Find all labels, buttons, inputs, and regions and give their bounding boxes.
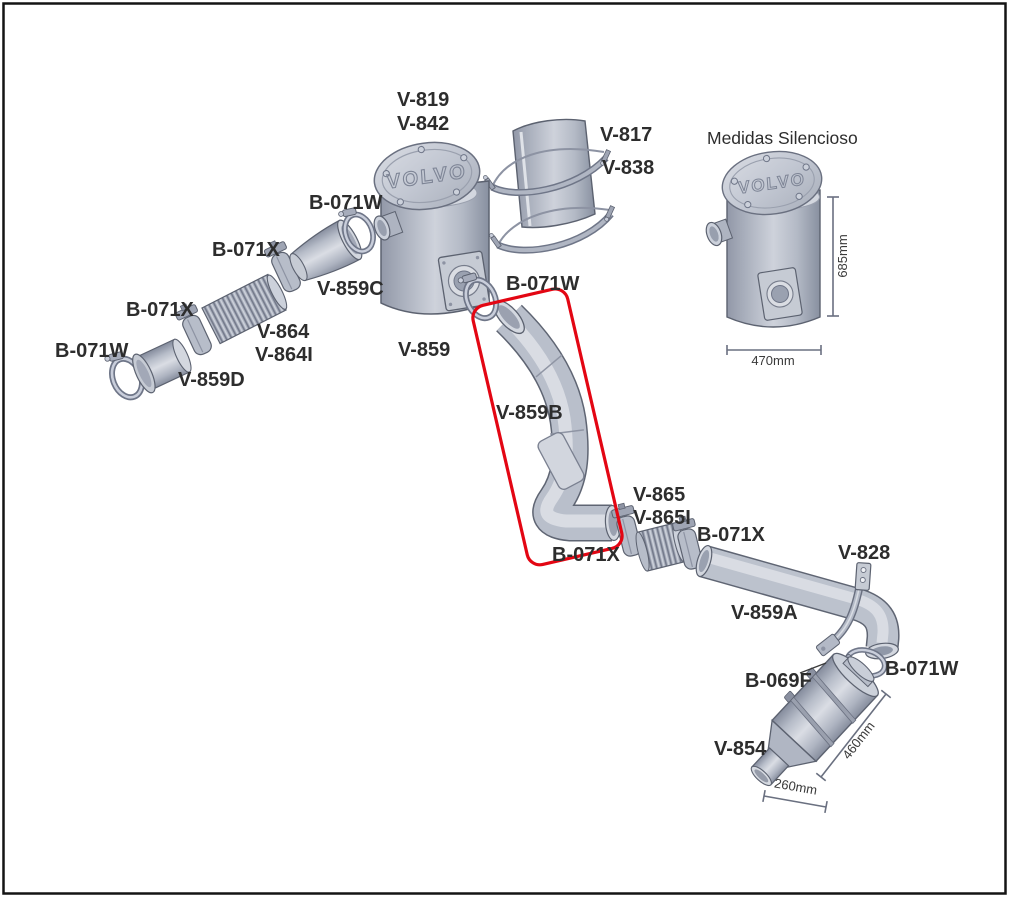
diagram-title: Medidas Silencioso <box>707 128 858 148</box>
height-dimension-label: 685mm <box>835 234 850 277</box>
label-b071x-upper: B-071X <box>212 239 280 261</box>
b069f-leader-line <box>799 662 827 674</box>
heat-shield-highlight <box>519 131 532 227</box>
label-b069f: B-069F <box>745 670 812 692</box>
label-v842: V-842 <box>397 113 449 135</box>
label-v859: V-859 <box>398 339 450 361</box>
main-silencer: VOLVO <box>373 141 491 315</box>
label-v859b: V-859B <box>496 402 563 424</box>
rear-muffler-v854 <box>750 652 879 787</box>
width-dimension-label: 470mm <box>751 353 794 368</box>
label-b071w-left: B-071W <box>55 340 128 362</box>
pipe-weld-line <box>535 354 563 378</box>
rear-width-dimension: 260mm <box>762 775 828 814</box>
measured-silencer-outlet-port <box>757 267 803 321</box>
muffler-tip-hole <box>754 769 769 783</box>
lid-screw <box>396 197 405 206</box>
pipe-heat-shield-patch <box>537 432 585 490</box>
tailpipe-front-mouth <box>695 544 713 578</box>
label-v865: V-865 <box>633 484 685 506</box>
flex-pipe-v864 <box>201 273 288 345</box>
measured-silencer: VOLVO 685mm 470mm <box>705 150 850 368</box>
measured-silencer-lid: VOLVO <box>721 150 823 216</box>
label-v817: V-817 <box>600 124 652 146</box>
label-v859a: V-859A <box>731 602 798 624</box>
heat-shield <box>483 118 616 254</box>
label-b071w-inlet: B-071W <box>309 192 382 214</box>
red-highlight-box <box>471 287 624 567</box>
label-v838: V-838 <box>602 157 654 179</box>
highlight-box-group <box>471 287 624 567</box>
height-dimension: 685mm <box>827 196 850 317</box>
width-dimension: 470mm <box>726 345 822 368</box>
label-b071x-lower: B-071X <box>552 544 620 566</box>
label-b071w-rear: B-071W <box>885 658 958 680</box>
silencer-lid: VOLVO <box>373 141 481 211</box>
label-v865i: V-865I <box>633 507 691 529</box>
label-v864i: V-864I <box>255 344 313 366</box>
hanger-bracket-v828 <box>815 562 872 657</box>
heat-shield-strap-upper <box>483 148 612 196</box>
label-v859c: V-859C <box>317 278 384 300</box>
labels: V-819 V-842 V-817 V-838 Medidas Silencio… <box>55 89 958 760</box>
front-pipe-chain <box>103 202 378 401</box>
label-v859d: V-859D <box>178 369 245 391</box>
lid-screw <box>762 154 771 163</box>
adapter-v859d <box>132 338 192 394</box>
label-v854: V-854 <box>714 738 767 760</box>
heat-shield-strap-lower <box>489 205 616 254</box>
lid-screw <box>417 145 426 154</box>
lid-screw <box>795 192 804 201</box>
muffler-band-clamps <box>784 667 857 748</box>
heat-shield-sheet <box>512 118 596 229</box>
muffler-inlet-collar <box>847 656 875 682</box>
rear-width-label: 260mm <box>773 775 818 797</box>
label-b071x-right: B-071X <box>697 524 765 546</box>
label-v828: V-828 <box>838 542 890 564</box>
lid-screw <box>743 200 752 209</box>
label-v864: V-864 <box>257 321 310 343</box>
tailpipe-highlight <box>701 550 889 644</box>
label-b071w-outlet: B-071W <box>506 273 579 295</box>
label-b071x-left: B-071X <box>126 299 194 321</box>
label-v819: V-819 <box>397 89 449 111</box>
lid-screw <box>452 188 461 197</box>
measured-silencer-side-port <box>705 218 734 247</box>
bellows-section <box>609 500 707 572</box>
silencer-inlet-port <box>373 210 404 241</box>
